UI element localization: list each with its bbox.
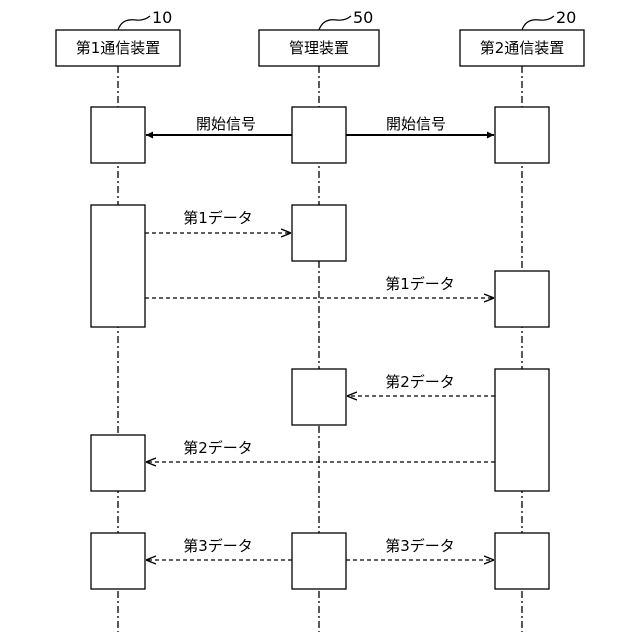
ref-number-50: 50: [353, 8, 373, 27]
third-data-label: 第3データ: [385, 537, 455, 555]
participant-label-management: 管理装置: [289, 39, 349, 57]
activation-box: [495, 533, 549, 589]
third-data-label: 第3データ: [183, 537, 253, 555]
participant-management-device: 管理装置: [259, 30, 379, 66]
participant-label-2: 第2通信装置: [480, 39, 565, 57]
participant-communication-device-1: 第1通信装置: [56, 30, 180, 66]
ref-leader-20: [522, 16, 554, 30]
activation-box: [292, 369, 346, 425]
participant-label-1: 第1通信装置: [76, 39, 161, 57]
first-data-label: 第1データ: [385, 275, 455, 293]
ref-number-10: 10: [152, 8, 172, 27]
ref-leader-10: [118, 16, 150, 30]
activation-box: [495, 107, 549, 163]
activation-box: [91, 205, 145, 327]
activation-box: [91, 435, 145, 491]
activation-box: [91, 533, 145, 589]
second-data-label: 第2データ: [385, 373, 455, 391]
activation-box: [292, 205, 346, 261]
start-signal-label: 開始信号: [196, 115, 256, 133]
activation-box: [91, 107, 145, 163]
ref-number-20: 20: [556, 8, 576, 27]
second-data-label: 第2データ: [183, 439, 253, 457]
activation-box: [495, 369, 549, 491]
activation-box: [292, 533, 346, 589]
participant-communication-device-2: 第2通信装置: [460, 30, 584, 66]
activation-box: [292, 107, 346, 163]
first-data-label: 第1データ: [183, 209, 253, 227]
ref-leader-50: [319, 16, 351, 30]
start-signal-label: 開始信号: [386, 115, 446, 133]
activation-box: [495, 271, 549, 327]
